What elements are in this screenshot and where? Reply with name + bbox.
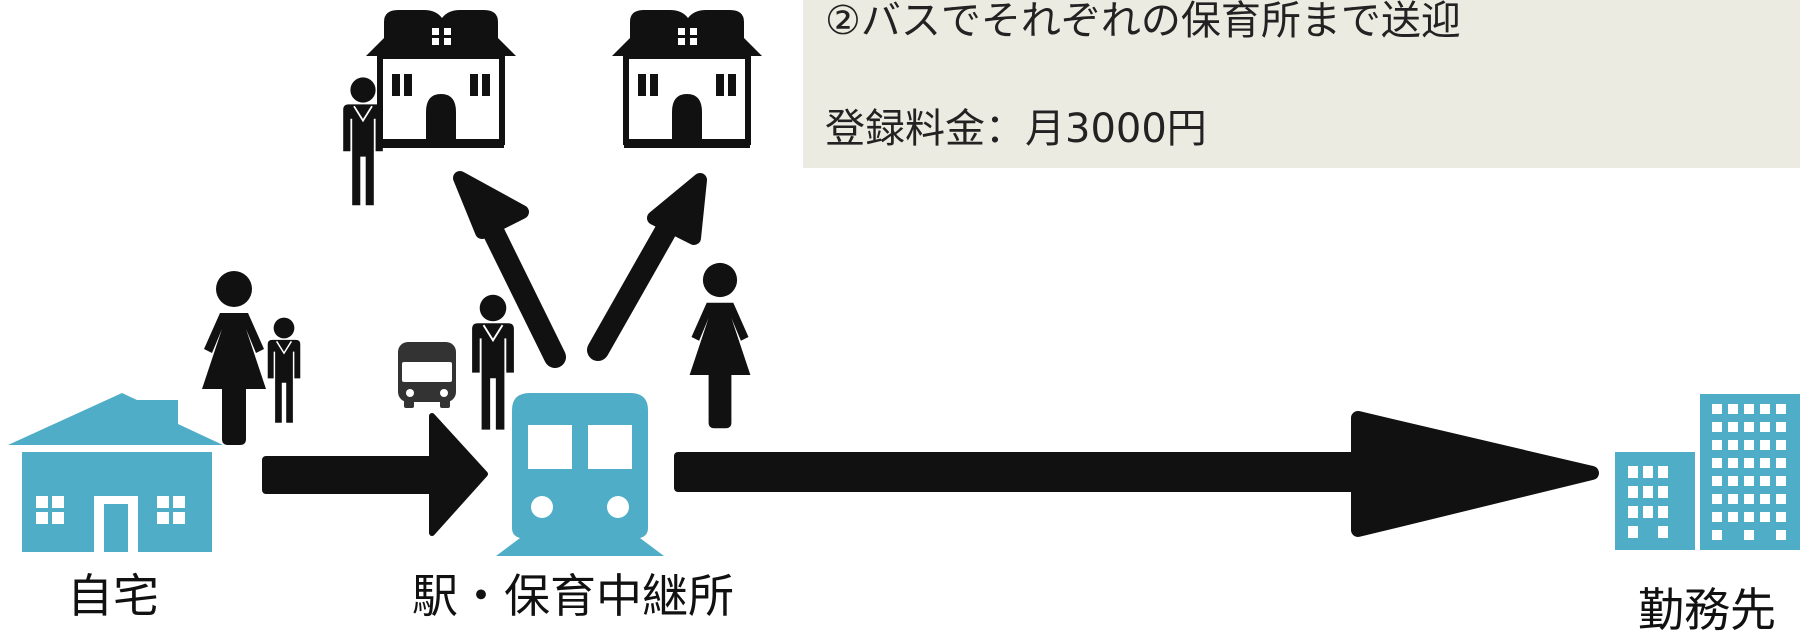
arrow-up-left-icon bbox=[453, 171, 566, 368]
info-line-bus-service: ②バスでそれぞれの保育所まで送迎 bbox=[825, 0, 1461, 44]
caretaker-figure-icon bbox=[471, 293, 515, 431]
info-box: ②バスでそれぞれの保育所まで送迎 登録料金：月3000円 bbox=[803, 0, 1800, 168]
arrow-right-long-icon bbox=[674, 411, 1599, 537]
arrow-right-icon bbox=[262, 413, 488, 536]
mother-figure-icon bbox=[202, 271, 266, 445]
label-office: 勤務先 bbox=[1638, 583, 1776, 637]
train-icon bbox=[496, 393, 664, 556]
nursery-house-icon bbox=[366, 10, 516, 148]
office-building-icon bbox=[1615, 394, 1800, 550]
child-figure-icon bbox=[342, 76, 384, 207]
bus-icon bbox=[398, 342, 456, 408]
child-figure-icon bbox=[266, 316, 302, 424]
mother-figure-icon bbox=[689, 262, 751, 429]
arrow-up-right-icon bbox=[587, 173, 707, 361]
info-line-fee: 登録料金：月3000円 bbox=[825, 106, 1207, 152]
nursery-house-icon bbox=[612, 10, 762, 148]
label-station: 駅・保育中継所 bbox=[412, 569, 734, 623]
label-home: 自宅 bbox=[67, 569, 159, 623]
home-icon bbox=[8, 393, 223, 552]
